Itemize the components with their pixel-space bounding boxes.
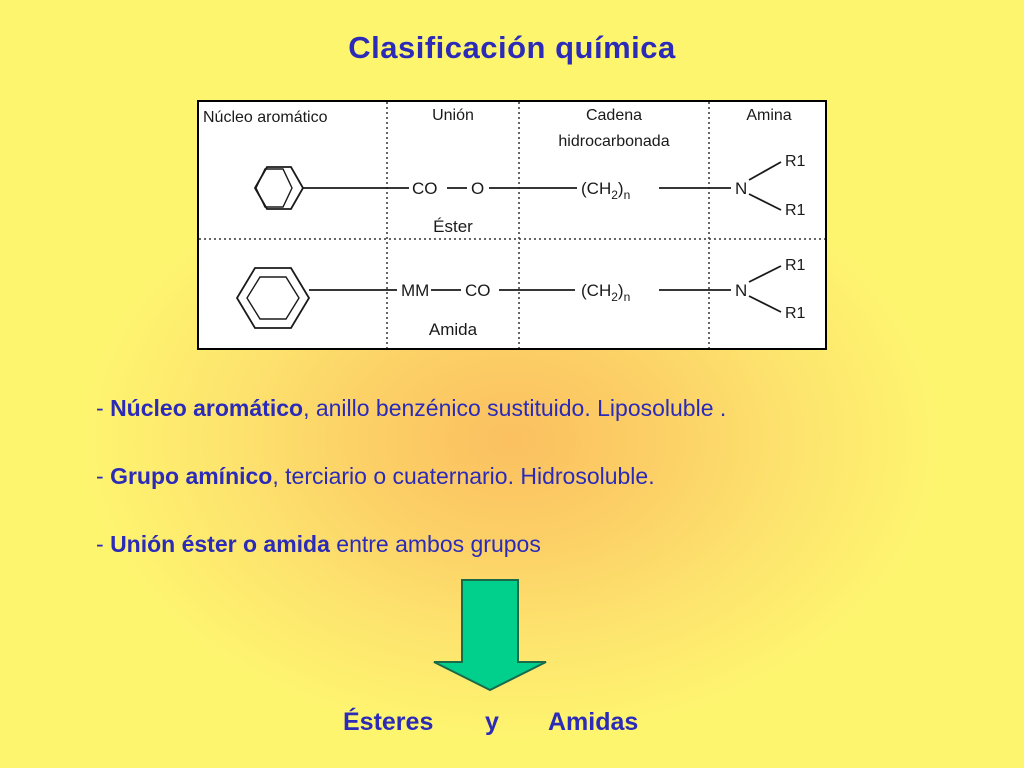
amide-row [235, 265, 782, 329]
ester-chain: (CH2)n [581, 179, 630, 202]
header-amina: Amina [746, 107, 791, 124]
ester-r-bottom: R1 [785, 202, 806, 219]
bullet-list: - Núcleo aromático, anillo benzénico sus… [96, 393, 956, 597]
classification-diagram: Núcleo aromático Unión Cadena hidrocarbo… [197, 100, 827, 350]
bullet-grupo: - Grupo amínico, terciario o cuaternario… [96, 463, 655, 489]
result-amidas: Amidas [548, 708, 639, 736]
down-arrow-icon [433, 579, 547, 692]
amide-amine-n: N [735, 281, 747, 300]
benzene-ring-icon [235, 267, 311, 329]
ester-label: Éster [433, 217, 473, 236]
ester-r-top: R1 [785, 153, 806, 170]
amide-label: Amida [429, 320, 478, 339]
header-union: Unión [432, 107, 474, 124]
result-y: y [485, 708, 499, 736]
ester-link-right: O [471, 179, 484, 198]
header-hidrocarbonada: hidrocarbonada [558, 133, 669, 150]
ester-amine-n: N [735, 179, 747, 198]
amide-r-top: R1 [785, 257, 806, 274]
header-cadena: Cadena [586, 107, 642, 124]
amide-chain: (CH2)n [581, 281, 630, 304]
result-esteres: Ésteres [343, 708, 434, 736]
slide-title: Clasificación química [348, 30, 676, 65]
ester-row [253, 161, 782, 211]
ester-link-left: CO [412, 179, 438, 198]
amide-link-left: MM [401, 281, 429, 300]
amide-link-right: CO [465, 281, 491, 300]
bullet-union: - Unión éster o amida entre ambos grupos [96, 531, 541, 557]
column-dividers [199, 102, 825, 348]
header-nucleo: Núcleo aromático [203, 109, 328, 126]
amide-r-bottom: R1 [785, 305, 806, 322]
benzene-ring-icon [253, 166, 305, 210]
bullet-nucleo: - Núcleo aromático, anillo benzénico sus… [96, 395, 727, 421]
